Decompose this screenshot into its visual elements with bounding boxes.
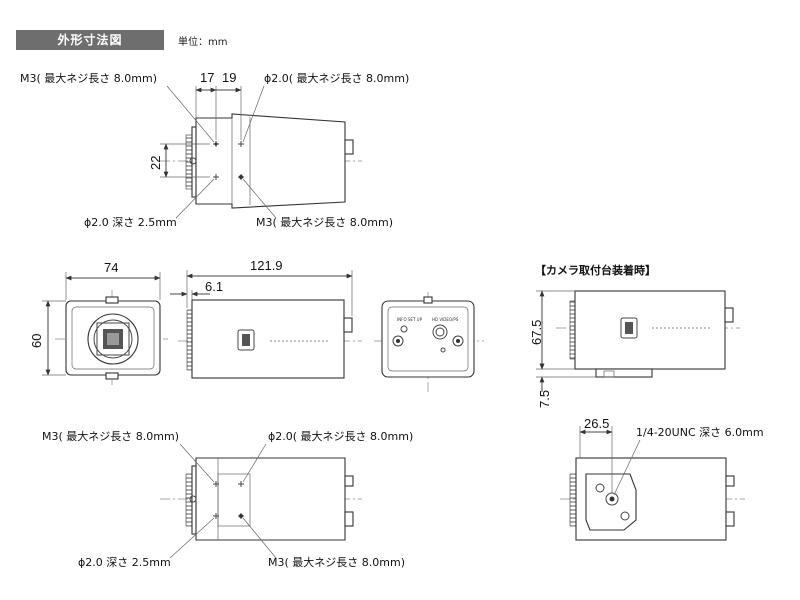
dim-mount-base: 7.5 [537,390,552,408]
dim-22: 22 [148,156,163,170]
dim-side-length: 121.9 [250,258,283,273]
dim-19: 19 [222,70,236,85]
unit-label: 単位：mm [178,37,228,48]
top-view: 17 19 22 M3( 最大ネジ長さ 8.0mm) ϕ2.0( 最大ネジ長さ … [20,70,409,229]
side-view: 121.9 6.1 [170,258,362,379]
screw-hole-marks [213,141,244,180]
drawing-title: 外形寸法図 [16,30,164,50]
front-view: 74 60 [29,260,168,385]
bottom-note-phi-top: ϕ2.0( 最大ネジ長さ 8.0mm) [268,429,413,443]
dim-bottom-offset: 26.5 [584,416,609,431]
dim-front-width: 74 [104,260,118,275]
rear-label-left: INFO SET UP [397,317,423,322]
bottom-view-left: M3( 最大ネジ長さ 8.0mm) ϕ2.0( 最大ネジ長さ 8.0mm) ϕ2… [42,429,413,569]
note-phi-top: ϕ2.0( 最大ネジ長さ 8.0mm) [264,71,409,85]
bottom-note-m3-bottom: M3( 最大ネジ長さ 8.0mm) [268,555,405,569]
dim-17: 17 [200,70,214,85]
mount-view: 【カメラ取付台装着時】 67.5 7.5 [529,263,740,408]
bottom-note-phi-bottom: ϕ2.0 深さ 2.5mm [78,556,171,569]
note-thread: 1/4-20UNC 深さ 6.0mm [636,426,764,439]
note-m3-top: M3( 最大ネジ長さ 8.0mm) [20,71,157,85]
dim-front-height: 60 [29,334,44,348]
dim-side-flange: 6.1 [205,279,223,294]
mount-title: 【カメラ取付台装着時】 [535,263,656,277]
dim-mount-height: 67.5 [529,320,544,345]
bottom-screw-marks [213,481,244,519]
bottom-view-right: 26.5 1/4-20UNC 深さ 6.0mm [560,416,764,541]
rear-view: INFO SET UP HD VIDEO/PS [374,292,484,392]
rear-label-right: HD VIDEO/PS [432,317,459,322]
bottom-note-m3-top: M3( 最大ネジ長さ 8.0mm) [42,429,179,443]
note-phi-bottom: ϕ2.0 深さ 2.5mm [84,216,177,229]
note-m3-bottom: M3( 最大ネジ長さ 8.0mm) [256,215,393,229]
